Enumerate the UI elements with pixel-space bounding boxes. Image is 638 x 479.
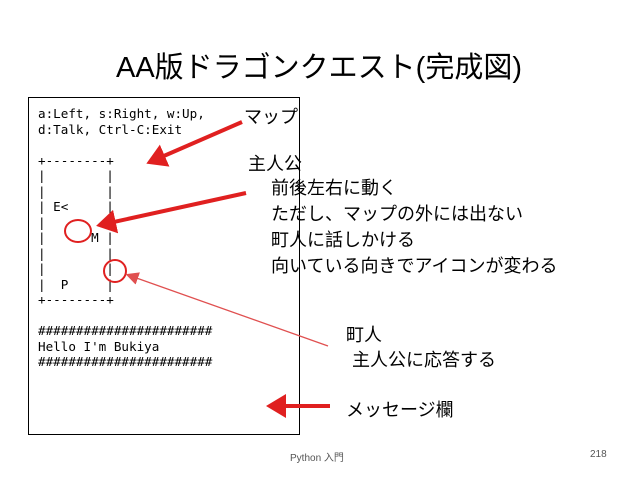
hero-desc-line: 町人に話しかける xyxy=(271,230,415,251)
message-label: メッセージ欄 xyxy=(346,400,454,421)
hero-desc-line: ただし、マップの外には出ない xyxy=(271,204,523,225)
hero-arrow xyxy=(96,191,247,234)
townsperson-label: 町人 xyxy=(346,325,382,346)
footer-label: Python 入門 xyxy=(290,453,344,464)
hero-desc-line: 向いている向きでアイコンが変わる xyxy=(271,256,558,277)
hero-highlight-circle xyxy=(64,219,92,243)
page-number: 218 xyxy=(590,449,607,460)
townsperson-arrow xyxy=(125,272,329,347)
townsperson-highlight-circle xyxy=(103,259,127,283)
hero-desc-line: 前後左右に動く xyxy=(271,178,397,199)
map-arrow xyxy=(146,120,243,167)
terminal-output: a:Left, s:Right, w:Up, d:Talk, Ctrl-C:Ex… xyxy=(38,106,213,369)
slide-title: AA版ドラゴンクエスト(完成図) xyxy=(115,52,522,84)
map-label: マップ xyxy=(244,107,298,128)
hero-description: 前後左右に動く ただし、マップの外には出ない 町人に話しかける 向いている向きで… xyxy=(271,176,558,280)
townsperson-description: 主人公に応答する xyxy=(352,350,496,371)
hero-label: 主人公 xyxy=(248,154,302,175)
